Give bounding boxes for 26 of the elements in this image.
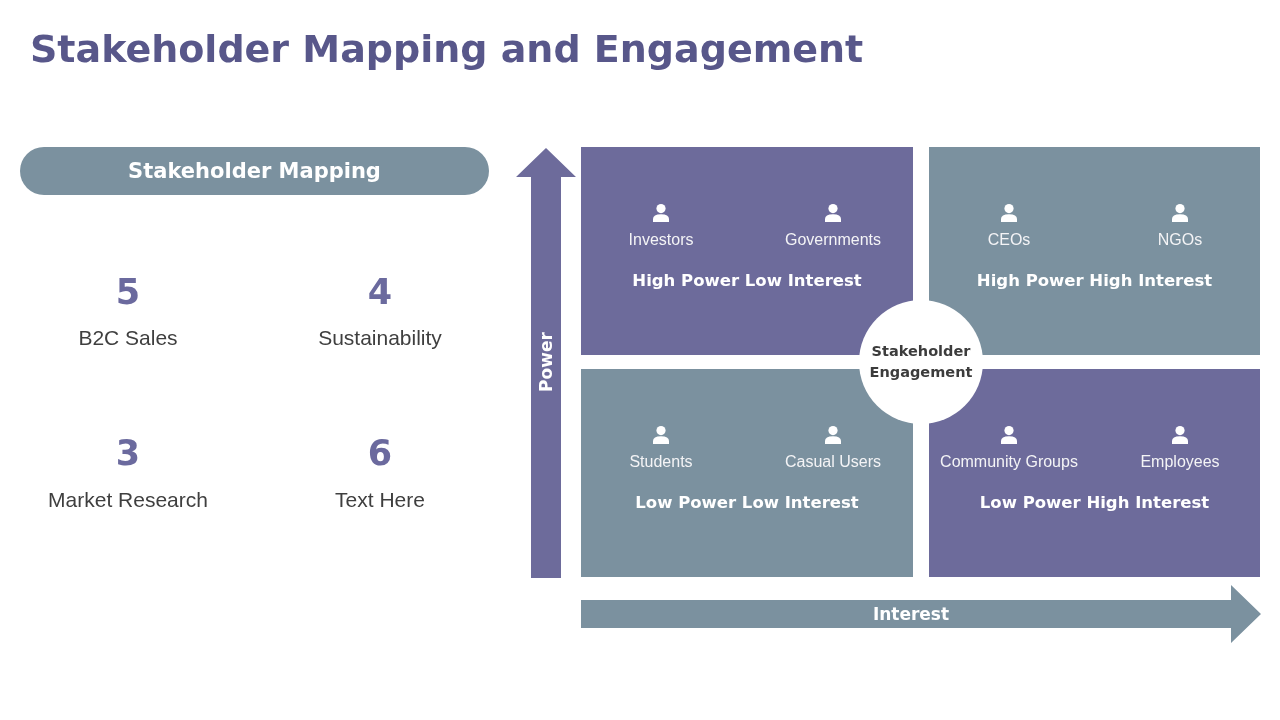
stat-number: 3 [115, 433, 141, 473]
stat-label: B2C Sales [78, 326, 178, 350]
stat-label: Text Here [335, 488, 425, 512]
stat-label: Market Research [48, 488, 208, 512]
stat-number: 5 [115, 272, 141, 312]
axis-label: Interest [872, 604, 950, 624]
page-title: Stakeholder Mapping and Engagement [30, 26, 864, 72]
quadrant-title: High Power High Interest [976, 271, 1213, 291]
stakeholder-name: Employees [1140, 453, 1220, 471]
axis-label: Power [536, 332, 556, 392]
stakeholder-name: Students [629, 453, 693, 471]
quadrant-title: High Power Low Interest [632, 271, 862, 291]
quadrant-title: Low Power Low Interest [635, 493, 859, 513]
header-band [20, 147, 489, 195]
quadrant-title: Low Power High Interest [979, 493, 1210, 513]
stat-label: Sustainability [318, 326, 442, 350]
circle-label: Stakeholder Engagement [868, 342, 974, 382]
stakeholder-name: NGOs [1157, 231, 1203, 249]
stakeholder-name: Governments [785, 231, 881, 249]
header-text: Stakeholder Mapping [128, 158, 381, 184]
stat-number: 6 [367, 433, 393, 473]
stakeholder-name: CEOs [987, 231, 1031, 249]
stakeholder-name: Investors [628, 231, 694, 249]
stat-number: 4 [367, 272, 393, 312]
stakeholder-name: Casual Users [785, 453, 881, 471]
stakeholder-name: Community Groups [940, 453, 1078, 471]
